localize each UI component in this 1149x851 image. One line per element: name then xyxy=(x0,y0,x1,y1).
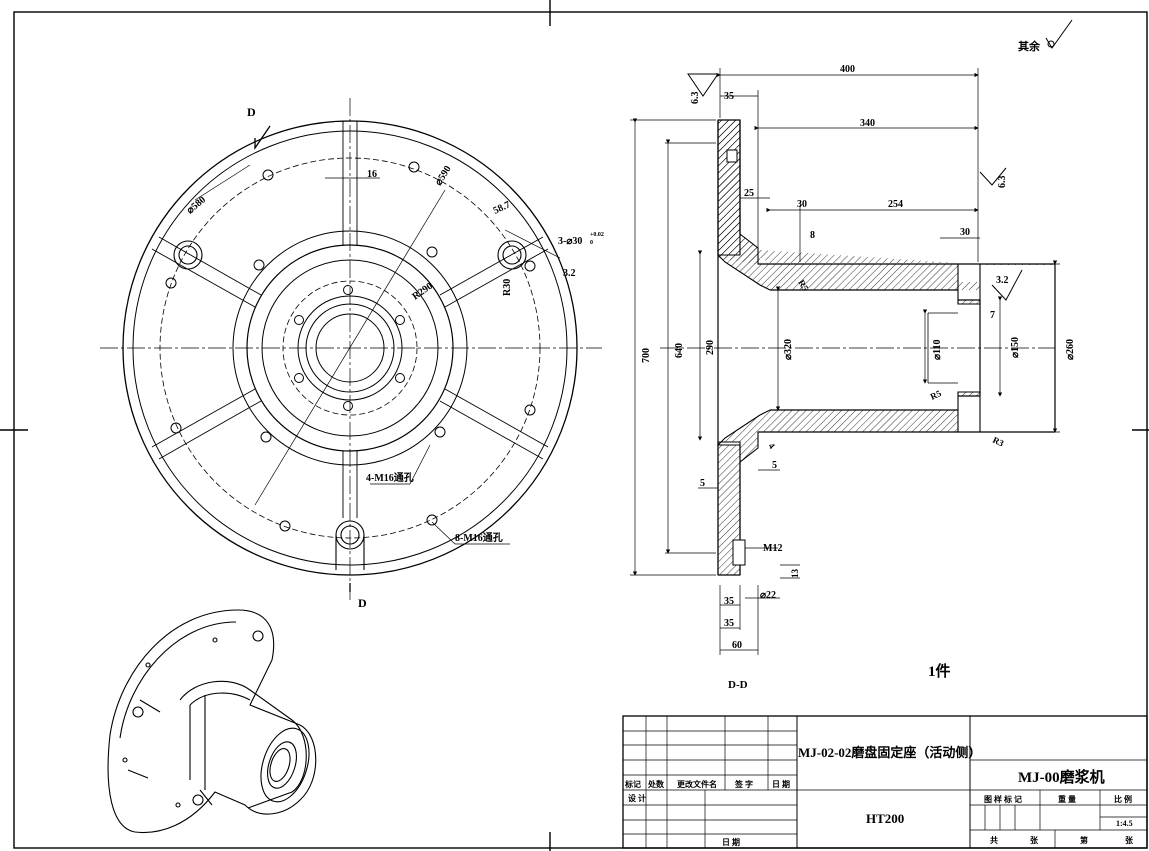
sheet-scale-note-label: 1件 xyxy=(928,662,951,680)
dims-section-d290-label: 290 xyxy=(705,340,716,355)
dims-section-d8-label: 8 xyxy=(810,230,815,241)
dims-section-d254-label: 254 xyxy=(888,199,903,210)
title-block xyxy=(622,715,1148,849)
section-view xyxy=(630,68,1060,655)
tb-header-sign: 签 字 xyxy=(735,780,753,789)
dims-face-d580-label: ⌀580 xyxy=(185,194,208,216)
dims-face-tol-label: +0.02 xyxy=(590,232,604,238)
drawing-name: MJ-02-02磨盘固定座（活动侧） xyxy=(798,745,982,760)
dims-face-m16a-label: 4-M16通孔 xyxy=(366,471,414,484)
dims-section-d7-label: 7 xyxy=(990,310,995,321)
sheet-view-mark-label: D xyxy=(358,596,367,610)
face-view xyxy=(100,98,602,600)
dims-section-d5a-label: 5 xyxy=(700,478,705,489)
dims-section-d35c-label: 35 xyxy=(724,618,734,629)
tb-header-date: 日 期 xyxy=(772,780,790,789)
tb-header-stage: 图 样 标 记 xyxy=(984,795,1022,804)
dims-section-d35b-label: 35 xyxy=(724,596,734,607)
material: HT200 xyxy=(866,811,905,826)
dims-face-holes3-label: 3-⌀30 xyxy=(558,236,582,247)
tb-sheet2: 张 xyxy=(1125,836,1133,845)
dims-section-r5a-label: R5 xyxy=(929,388,944,402)
tb-header-weight: 重 量 xyxy=(1058,795,1076,804)
scale-ratio: 1:4.5 xyxy=(1116,819,1133,828)
dims-section-d13-label: 13 xyxy=(790,569,800,579)
dims-section-d25-label: 25 xyxy=(744,188,754,199)
tb-header-date2: 日 期 xyxy=(722,838,740,847)
dims-section-d30b-label: 30 xyxy=(960,227,970,238)
tb-sheet: 张 xyxy=(1030,836,1038,845)
dims-section-r3-label: R3 xyxy=(991,435,1006,449)
dims-section-r63b-label: 6.3 xyxy=(997,176,1008,189)
general-roughness-note: 其余 xyxy=(1018,19,1073,53)
dims-section-r5b-label: R5 xyxy=(796,278,810,293)
dims-section-r32-label: 3.2 xyxy=(996,275,1009,286)
dims-face-tol0-label: 0 xyxy=(590,240,593,246)
dims-section-d320-label: ⌀320 xyxy=(783,339,794,360)
dims-section-m12-label: M12 xyxy=(763,543,782,554)
tb-header-count: 处数 xyxy=(648,780,664,789)
tb-header-doc: 更改文件名 xyxy=(677,780,717,789)
dims-face-r58-label: 58.7 xyxy=(492,199,513,216)
dims-section-d260-label: ⌀260 xyxy=(1065,339,1076,360)
sheet-roughness-note-label: 其余 xyxy=(1018,39,1041,53)
dims-section-d640-label: 640 xyxy=(674,343,685,358)
dims-section-d700-label: 700 xyxy=(641,348,652,363)
dims-section-r63a-label: 6.3 xyxy=(690,92,701,105)
assembly-name: MJ-00磨浆机 xyxy=(1018,770,1105,786)
dims-section-d22-label: ⌀22 xyxy=(760,590,776,601)
dims-face-rough32-label: 3.2 xyxy=(563,268,576,279)
tb-no: 第 xyxy=(1080,836,1088,845)
dims-face-m16b-label: 8-M16通孔 xyxy=(455,531,503,544)
dims-face-r30-label: R30 xyxy=(502,279,513,296)
sheet-section-label-label: D-D xyxy=(728,679,748,691)
dims-section-d60-label: 60 xyxy=(732,640,742,651)
dims-section-d340-label: 340 xyxy=(860,118,875,129)
tb-header-ratio: 比 例 xyxy=(1114,795,1132,804)
section-view-labels: 400 35 340 6.3 6.3 25 30 254 30 8 700 64… xyxy=(641,64,1076,691)
dims-face-d590-label: ⌀590 xyxy=(433,164,453,188)
dims-section-d5b-label: 5 xyxy=(772,460,777,471)
dims-section-d150-label: ⌀150 xyxy=(1010,337,1021,358)
dims-section-d30a-label: 30 xyxy=(797,199,807,210)
tb-header-design: 设 计 xyxy=(628,794,646,803)
dims-section-d35top-label: 35 xyxy=(724,91,734,102)
tb-total: 共 xyxy=(990,836,998,845)
dims-section-d400-label: 400 xyxy=(840,64,855,75)
isometric-view xyxy=(107,609,317,834)
dims-face-w16-label: 16 xyxy=(367,169,377,180)
tb-header-mark: 标记 xyxy=(625,780,641,789)
dims-section-d110-label: ⌀110 xyxy=(932,340,943,360)
sheet-view-mark-label: D xyxy=(247,105,256,119)
dims-section-d4-label: 4 xyxy=(766,441,777,451)
